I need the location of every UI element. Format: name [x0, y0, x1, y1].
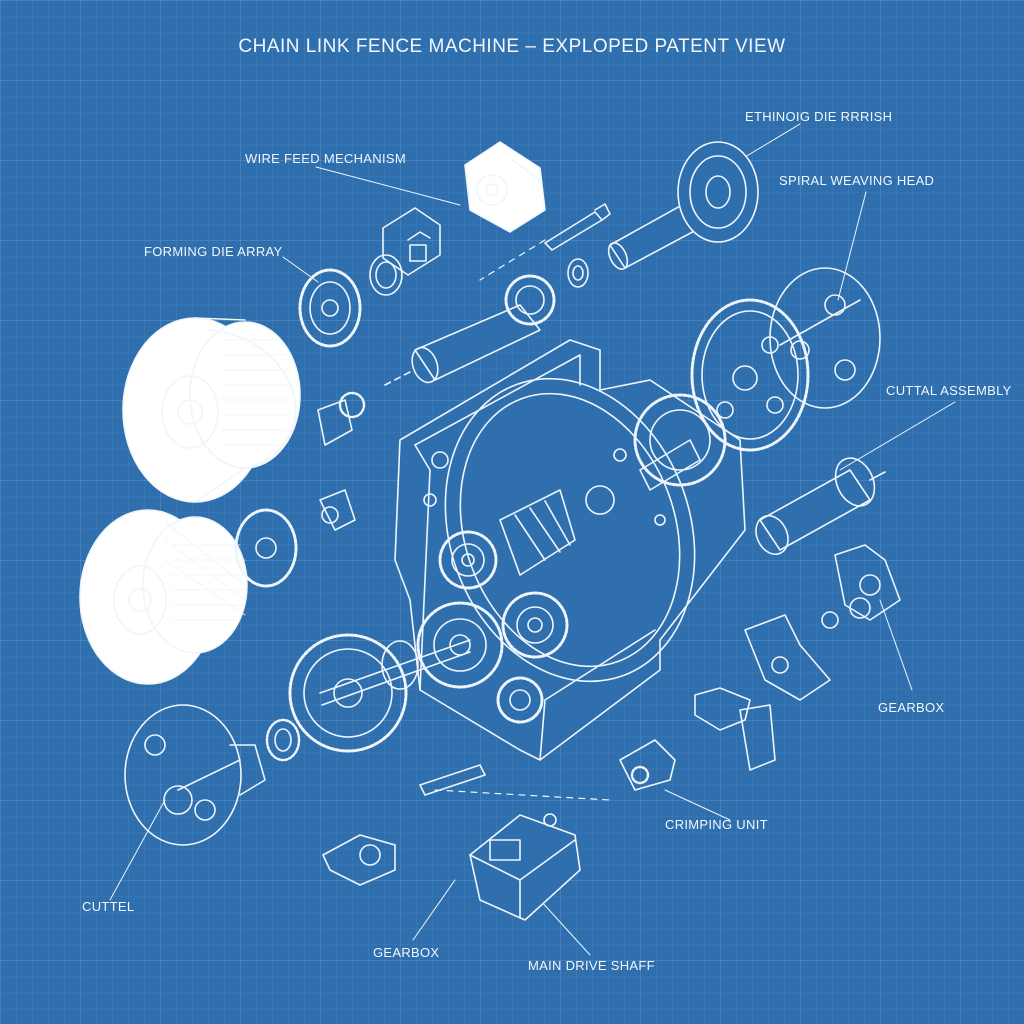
small-ring-lower	[265, 718, 301, 762]
bracket-mid-right	[744, 614, 831, 701]
upper-shaft	[384, 274, 556, 386]
bracket-left-middle	[317, 391, 366, 531]
label-gearbox-right: GEARBOX	[878, 700, 945, 715]
wire-feed-bracket	[382, 207, 441, 276]
wire-spool-lower	[79, 509, 248, 685]
gearbox-bracket-right	[821, 544, 901, 629]
label-etching-die: ETHINOIG DIE RRRISH	[745, 109, 893, 124]
label-crimping-unit: CRIMPING UNIT	[665, 817, 768, 832]
small-shaft	[544, 203, 611, 251]
large-disc-right	[769, 267, 881, 409]
label-main-drive-shaft: MAIN DRIVE SHAFF	[528, 958, 655, 973]
forming-die-disc	[298, 268, 362, 348]
gear-left-medium	[234, 508, 298, 588]
label-forming-die-array: FORMING DIE ARRAY	[144, 244, 283, 259]
small-rings	[369, 254, 589, 296]
dashed-axes	[434, 239, 611, 801]
wire-spool-upper	[122, 317, 301, 503]
label-cuttal-assembly: CUTTAL ASSEMBLY	[886, 383, 1012, 398]
label-cuttel: CUTTEL	[82, 899, 135, 914]
cuttel-disc	[124, 704, 266, 846]
main-drive-block	[469, 813, 581, 921]
wire-feed-block	[464, 141, 546, 233]
label-wire-feed-mechanism: WIRE FEED MECHANISM	[245, 151, 406, 166]
crimping-unit	[619, 739, 676, 791]
bottom-shaft	[322, 764, 486, 886]
leader-lines	[109, 123, 956, 956]
crimping-bracket	[694, 687, 776, 771]
page-title: CHAIN LINK FENCE MACHINE – EXPLOPED PATE…	[238, 36, 786, 57]
label-gearbox-bottom: GEARBOX	[373, 945, 440, 960]
cuttal-assembly	[755, 457, 886, 556]
large-gear-right	[690, 298, 810, 452]
label-spiral-weaving-head: SPIRAL WEAVING HEAD	[779, 173, 935, 188]
left-drive-gear	[288, 633, 471, 753]
spiral-weaving-shaft	[607, 141, 759, 270]
